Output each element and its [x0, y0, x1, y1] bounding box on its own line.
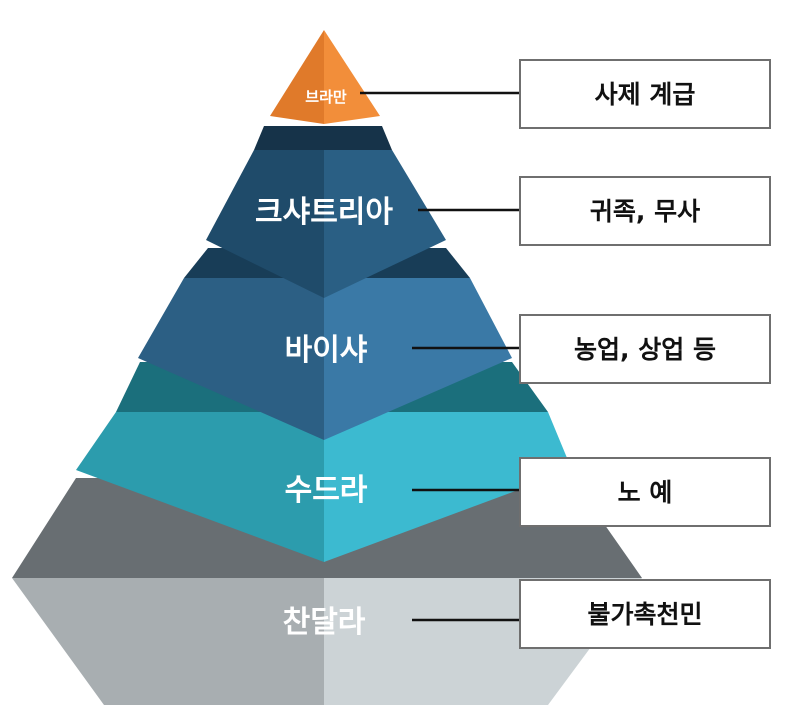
tier-sudra-right-face	[324, 412, 572, 562]
tier-kshatriya-left-face	[206, 150, 324, 298]
tier-brahmin-left-face	[270, 30, 324, 124]
tier-vaishya-right-face	[324, 278, 512, 440]
tier-sudra-left-face	[76, 412, 324, 562]
tier-brahmin	[270, 30, 380, 124]
role-chandala-text: 불가촉천민	[587, 600, 702, 629]
role-box-chandala: 불가촉천민	[519, 579, 771, 649]
role-box-kshatriya: 귀족, 무사	[519, 176, 771, 246]
tier-vaishya-label: 바이샤	[285, 333, 368, 368]
tier-kshatriya	[206, 126, 446, 298]
tier-sudra-label: 수드라	[285, 473, 368, 508]
role-box-sudra: 노 예	[519, 457, 771, 527]
role-sudra-text: 노 예	[618, 478, 673, 507]
role-box-vaishya: 농업, 상업 등	[519, 314, 771, 384]
tier-brahmin-right-face	[324, 30, 380, 124]
tier-vaishya-left-face	[138, 278, 324, 440]
role-brahmin-text: 사제 계급	[595, 80, 696, 109]
tier-kshatriya-label: 크샤트리아	[255, 195, 393, 230]
role-vaishya-text: 농업, 상업 등	[574, 335, 716, 364]
role-kshatriya-text: 귀족, 무사	[590, 197, 700, 226]
role-box-brahmin: 사제 계급	[519, 59, 771, 129]
tier-brahmin-label: 브라만	[305, 88, 347, 106]
tier-chandala-label: 찬달라	[283, 605, 366, 640]
tier-kshatriya-right-face	[324, 150, 446, 298]
tier-kshatriya-top-band	[254, 126, 392, 150]
tier-chandala-left-face	[12, 578, 324, 705]
